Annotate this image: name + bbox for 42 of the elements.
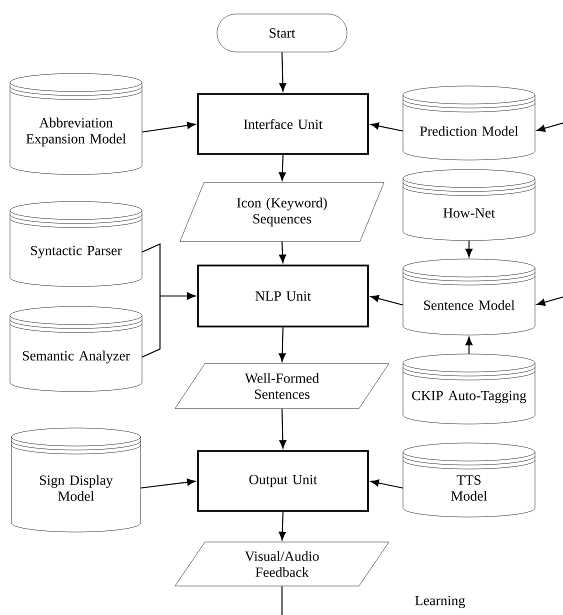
arrow [536, 296, 563, 306]
arrow [278, 154, 286, 181]
node-label: Abbreviation Expansion Model [26, 118, 126, 146]
database-cylinder: TTS Model [402, 442, 536, 518]
database-cylinder: Sign Display Model [11, 428, 141, 532]
node-label: TTS Model [451, 475, 487, 501]
node-label: How-Net [443, 208, 495, 218]
data-parallelogram: Icon (Keyword) Sequences [180, 182, 384, 242]
arrow [465, 240, 473, 258]
arrow [370, 294, 403, 306]
arrow [465, 336, 473, 354]
database-cylinder: Prediction Model [402, 86, 536, 160]
node-label: Prediction Model [420, 126, 518, 136]
data-parallelogram: Visual/Audio Feedback [174, 542, 390, 586]
note-label: Learning [415, 596, 465, 608]
arrow [278, 327, 286, 362]
process-box: Interface Unit [197, 93, 369, 155]
node-label: Sentence Model [424, 300, 515, 310]
database-cylinder: How-Net [402, 169, 536, 241]
process-box: Output Unit [197, 450, 369, 512]
node-label: Syntactic Parser [31, 246, 122, 258]
process-box: NLP Unit [197, 264, 369, 328]
database-cylinder: Abbreviation Expansion Model [10, 73, 142, 175]
database-cylinder: Syntactic Parser [10, 201, 142, 287]
start-terminal: Start [216, 14, 348, 52]
database-cylinder: Sentence Model [402, 258, 536, 336]
database-cylinder: Semantic Analyzer [10, 306, 142, 392]
arrow [279, 242, 286, 264]
arrow [278, 512, 286, 540]
node-label: Semantic Analyzer [22, 350, 130, 364]
node-label: Sign Display Model [40, 475, 113, 501]
arrow [140, 478, 196, 489]
arrow [142, 122, 196, 133]
arrow [370, 122, 403, 132]
node-label: CKIP Auto-Tagging [412, 390, 526, 404]
arrow [279, 52, 286, 92]
arrow [370, 479, 403, 489]
arrow [536, 122, 563, 132]
data-parallelogram: Well-Formed Sentences [174, 363, 390, 409]
database-cylinder: CKIP Auto-Tagging [402, 354, 536, 424]
arrow [279, 408, 286, 449]
arrow [142, 292, 196, 358]
